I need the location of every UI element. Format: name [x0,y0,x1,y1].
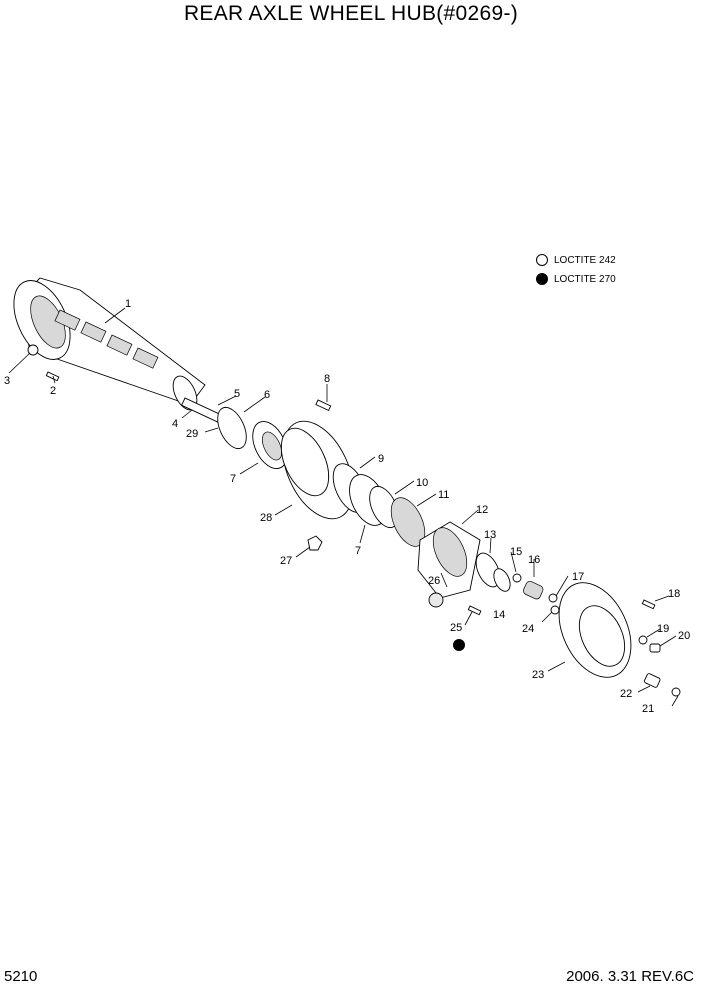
callout-13: 13 [484,529,496,541]
callout-2: 2 [50,385,56,397]
callout-27: 27 [280,555,292,567]
callout-8: 8 [324,373,330,385]
page-title: REAR AXLE WHEEL HUB(#0269-) [183,2,519,25]
callout-14: 14 [493,609,505,621]
o-ring [671,687,681,697]
callout-23: 23 [532,669,544,681]
axle-housing [13,277,222,423]
bolt [467,605,482,616]
callout-11: 11 [438,489,449,501]
legend-item-loctite-242: LOCTITE 242 [536,254,616,266]
plug [27,344,39,356]
callout-18: 18 [668,588,680,600]
page-number: 5210 [4,968,38,985]
legend-label: LOCTITE 242 [554,254,616,266]
callout-7-second: 7 [355,545,361,557]
planet-cover [558,582,632,678]
ring [550,605,560,615]
callout-17: 17 [572,571,584,583]
callout-10: 10 [416,477,428,489]
washer [512,573,522,583]
callout-1: 1 [125,298,131,310]
callout-20: 20 [678,630,690,642]
callout-19: 19 [657,623,669,635]
callout-22: 22 [620,688,632,700]
filled-circle-icon [536,273,548,285]
loctite-270-mark [453,639,465,651]
ring-gear [390,497,426,547]
legend-item-loctite-270: LOCTITE 270 [536,273,616,285]
callout-7: 7 [230,473,236,485]
callout-25: 25 [450,622,462,634]
callout-3: 3 [4,375,10,387]
bolt [315,399,332,412]
loctite-242-mark [428,592,444,608]
callout-6: 6 [264,389,270,401]
o-ring [493,568,511,592]
revision-date: 2006. 3.31 REV.6C [566,968,694,985]
callout-12: 12 [476,504,488,516]
bolt [45,371,60,382]
callout-26: 26 [428,575,440,587]
callout-21: 21 [642,703,654,715]
open-circle-icon [536,254,548,266]
snap-ring [548,593,558,603]
callout-16: 16 [528,554,540,566]
seal-ring [217,406,247,450]
callout-4: 4 [172,418,178,430]
plug [649,643,661,653]
plug [643,673,661,688]
nut [307,535,323,551]
sun-gear [523,580,544,600]
callout-24: 24 [522,623,534,635]
wheel-hub [280,420,354,520]
legend-label: LOCTITE 270 [554,273,616,285]
callout-5: 5 [234,388,240,400]
callout-15: 15 [510,546,522,558]
callout-29: 29 [186,428,198,440]
washer [638,635,648,645]
callout-28: 28 [260,512,272,524]
bolt [641,599,656,610]
callout-9: 9 [378,453,384,465]
callout-labels: 1 2 3 4 5 6 7 8 9 10 11 12 13 14 15 16 1… [4,298,690,715]
leader-lines [8,307,679,707]
planet-carrier [417,521,481,599]
